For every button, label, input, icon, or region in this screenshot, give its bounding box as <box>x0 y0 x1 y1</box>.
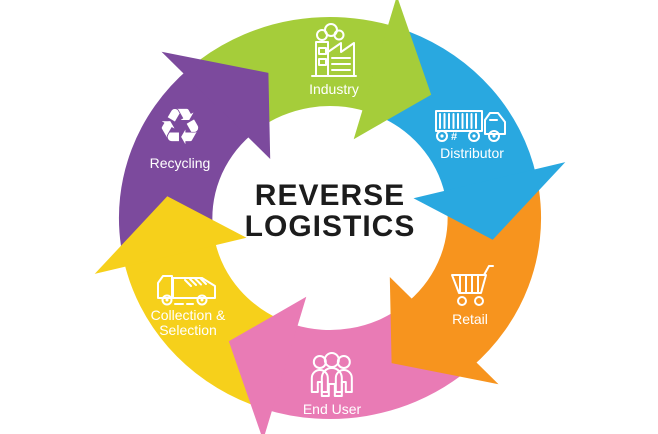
garbage-truck-icon <box>157 275 216 306</box>
title-line-1: REVERSE <box>254 179 406 212</box>
cycle-arrow-end-user-head <box>228 296 307 434</box>
svg-text:#: # <box>451 131 457 143</box>
retail-label: Retail <box>452 311 488 327</box>
recycle-symbol-icon: ♻ <box>157 98 203 156</box>
collection-selection-label: Collection & Selection <box>150 307 226 338</box>
cycle-node-retail: Retail <box>446 262 494 327</box>
people-group-icon <box>310 352 353 397</box>
cycle-node-collection-selection: Collection & Selection <box>139 266 237 338</box>
container-truck-icon: # <box>435 110 506 143</box>
distributor-label: Distributor <box>440 145 504 161</box>
cycle-node-industry: Industry <box>308 22 360 97</box>
cycle-arrow-recycling-head <box>161 51 271 159</box>
cycle-arrow-distributor-head <box>413 162 566 240</box>
industry-label: Industry <box>309 81 359 97</box>
shopping-cart-icon <box>451 265 494 306</box>
diagram-title: REVERSE LOGISTICS <box>245 180 416 242</box>
factory-icon <box>311 23 357 77</box>
cycle-node-distributor: # Distributor <box>434 108 510 161</box>
cycle-arrow-collection-selection-head <box>94 196 247 274</box>
cycle-arrow-retail-body <box>408 190 542 368</box>
end-user-label: End User <box>302 401 362 417</box>
cycle-node-end-user: End User <box>303 346 361 417</box>
cycle-arrow-industry-head <box>353 0 432 140</box>
cycle-arrow-recycling-body <box>118 68 252 246</box>
cycle-node-recycling: ♻ Recycling <box>150 100 211 171</box>
cycle-arrow-retail-head <box>389 277 499 385</box>
title-line-2: LOGISTICS <box>244 210 416 243</box>
recycling-label: Recycling <box>149 155 211 171</box>
